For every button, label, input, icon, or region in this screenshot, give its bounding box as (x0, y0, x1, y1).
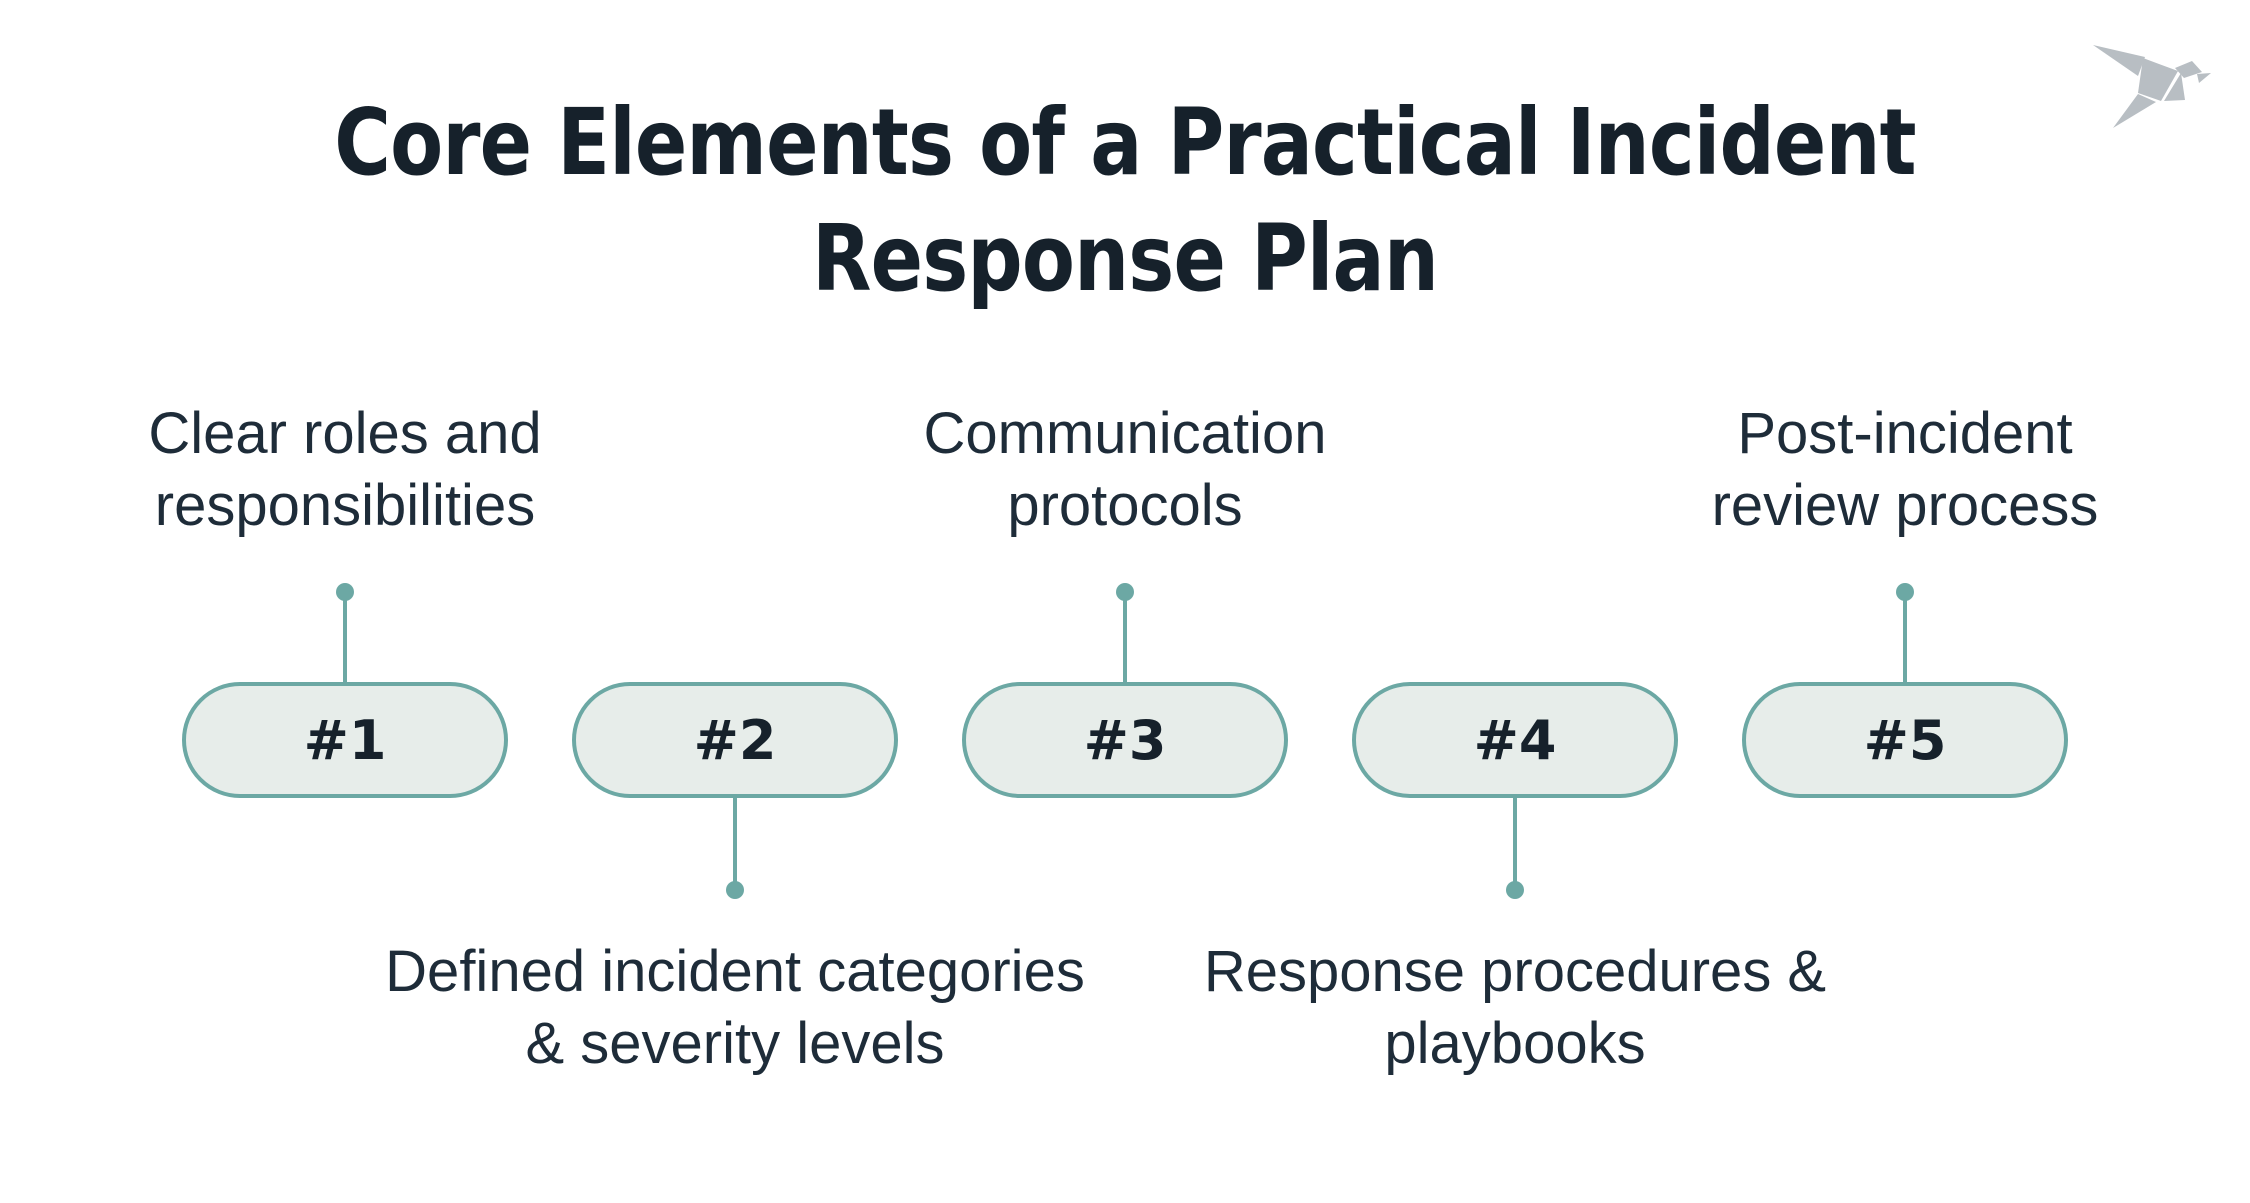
bird-beak (2197, 73, 2211, 83)
connector-line (1513, 798, 1517, 890)
step-label-1: Clear roles and responsibilities (0, 398, 735, 542)
step-label-4-line-1: Response procedures & (1203, 939, 1827, 1004)
step-item-1: Clear roles and responsibilities #1 (0, 0, 735, 1203)
step-pill-2: #2 (572, 682, 898, 798)
step-label-1-line-2: responsibilities (154, 473, 536, 538)
step-number-3: #3 (1083, 708, 1167, 772)
step-item-4: #4 Response procedures & playbooks (1125, 0, 1905, 1203)
step-label-3: Communication protocols (735, 398, 1515, 542)
step-label-3-line-1: Communication (923, 401, 1327, 466)
connector-line (343, 592, 347, 682)
bird-head (2175, 61, 2202, 78)
bird-tail (2113, 94, 2156, 128)
connector-dot (726, 881, 744, 899)
step-number-1: #1 (303, 708, 387, 772)
step-label-5-line-1: Post-incident (1737, 401, 2073, 466)
page-title-line-1: Core Elements of a Practical Incident (334, 89, 1916, 196)
step-label-4: Response procedures & playbooks (1125, 936, 1905, 1080)
step-label-4-line-2: playbooks (1384, 1011, 1646, 1076)
connector-line (1903, 592, 1907, 682)
step-label-2: Defined incident categories & severity l… (345, 936, 1125, 1080)
step-item-5: Post-incident review process #5 (1515, 0, 2250, 1203)
connector-line (733, 798, 737, 890)
step-label-2-line-1: Defined incident categories (385, 939, 1085, 1004)
step-item-3: Communication protocols #3 (735, 0, 1515, 1203)
bird-body-fold (2164, 73, 2185, 101)
step-label-5: Post-incident review process (1515, 398, 2250, 542)
step-number-2: #2 (693, 708, 777, 772)
page-title-line-2: Response Plan (811, 205, 1439, 312)
origami-bird-icon (2093, 45, 2211, 128)
step-number-5: #5 (1863, 708, 1947, 772)
step-item-2: #2 Defined incident categories & severit… (345, 0, 1125, 1203)
bird-body (2138, 58, 2178, 101)
step-label-5-line-2: review process (1711, 473, 2099, 538)
connector-line (1123, 592, 1127, 682)
step-pill-5: #5 (1742, 682, 2068, 798)
step-label-3-line-2: protocols (1007, 473, 1243, 538)
connector-dot (1506, 881, 1524, 899)
step-label-1-line-1: Clear roles and (148, 401, 542, 466)
bird-wing (2093, 45, 2145, 76)
step-pill-1: #1 (182, 682, 508, 798)
step-number-4: #4 (1473, 708, 1557, 772)
step-pill-4: #4 (1352, 682, 1678, 798)
page-title: Core Elements of a Practical Incident Re… (180, 85, 2070, 317)
step-pill-3: #3 (962, 682, 1288, 798)
step-label-2-line-2: & severity levels (525, 1011, 945, 1076)
